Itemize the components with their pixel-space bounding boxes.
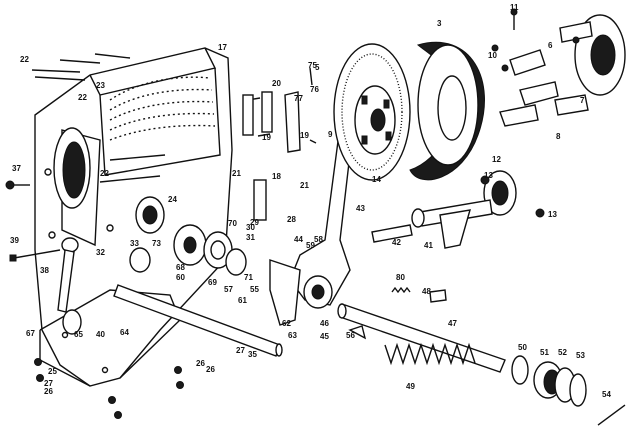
callout-label-80: 80 (396, 273, 405, 282)
callout-label-29: 29 (250, 218, 259, 227)
callout-label-26: 26 (206, 365, 215, 374)
callout-label-27: 27 (236, 346, 245, 355)
callout-label-28: 28 (287, 215, 296, 224)
callout-label-12: 12 (492, 155, 501, 164)
callout-label-46: 46 (320, 319, 329, 328)
callout-label-6: 6 (548, 41, 553, 50)
callout-label-23: 23 (96, 81, 105, 90)
callout-label-8: 8 (556, 132, 561, 141)
callout-label-21-repeat: 21 (300, 181, 309, 190)
small-spring-and-key (391, 286, 447, 303)
callout-label-3: 3 (437, 19, 442, 28)
release-bearing (371, 170, 545, 249)
callout-label-38: 38 (40, 266, 49, 275)
callout-label-69: 69 (208, 278, 217, 287)
callout-label-10: 10 (488, 51, 497, 60)
callout-label-18: 18 (272, 172, 281, 181)
callout-label-32: 32 (96, 248, 105, 257)
callout-label-71: 71 (244, 273, 253, 282)
callout-label-58: 58 (314, 235, 323, 244)
callout-label-77: 77 (294, 94, 303, 103)
callout-label-26-repeat: 26 (44, 387, 53, 396)
callout-label-54: 54 (602, 390, 611, 399)
selector-shaft (113, 284, 283, 357)
callout-label-5: 5 (315, 63, 320, 72)
callout-label-43: 43 (356, 204, 365, 213)
callout-label-45: 45 (320, 332, 329, 341)
callout-label-60: 60 (176, 273, 185, 282)
callout-label-41: 41 (424, 241, 433, 250)
coil-spring (384, 342, 476, 366)
callout-label-47: 47 (448, 319, 457, 328)
callout-label-73: 73 (152, 239, 161, 248)
callout-label-35: 35 (248, 350, 257, 359)
callout-label-11: 11 (510, 3, 519, 12)
callout-label-26-repeat: 26 (196, 359, 205, 368)
callout-label-24: 24 (168, 195, 177, 204)
callout-label-48: 48 (422, 287, 431, 296)
callout-label-65: 65 (74, 330, 83, 339)
callout-label-22-repeat: 22 (100, 169, 109, 178)
callout-label-20: 20 (272, 79, 281, 88)
callout-label-56: 56 (346, 331, 355, 340)
callout-label-64: 64 (120, 328, 129, 337)
clutch-driven-plate (333, 43, 411, 181)
callout-label-42: 42 (392, 238, 401, 247)
clutch-cover-assembly (491, 8, 626, 127)
callout-label-68: 68 (176, 263, 185, 272)
callout-label-44: 44 (294, 235, 303, 244)
mounting-brackets (242, 91, 301, 221)
callout-label-31: 31 (246, 233, 255, 242)
bolt-set (5, 53, 317, 262)
callout-label-59: 59 (306, 241, 315, 250)
callout-label-55: 55 (250, 285, 259, 294)
callout-label-61: 61 (238, 296, 247, 305)
callout-label-63: 63 (288, 331, 297, 340)
callout-label-22-repeat: 22 (78, 93, 87, 102)
callout-label-67: 67 (26, 329, 35, 338)
callout-label-49: 49 (406, 382, 415, 391)
callout-label-14: 14 (372, 175, 381, 184)
callout-label-52: 52 (558, 348, 567, 357)
callout-label-13-repeat: 13 (548, 210, 557, 219)
callout-label-39: 39 (10, 236, 19, 245)
callout-label-62: 62 (282, 319, 291, 328)
callout-label-57: 57 (224, 285, 233, 294)
callout-label-25: 25 (48, 367, 57, 376)
callout-label-27-repeat: 27 (44, 379, 53, 388)
gearbox-casing (34, 47, 233, 387)
reverse-lever (57, 237, 82, 335)
callout-label-70: 70 (228, 219, 237, 228)
callout-label-19-repeat: 19 (300, 131, 309, 140)
callout-label-76: 76 (310, 85, 319, 94)
callout-label-51: 51 (540, 348, 549, 357)
callout-label-50: 50 (518, 343, 527, 352)
gear-cluster (129, 196, 247, 276)
cross-shaft (337, 303, 506, 373)
callout-label-22: 22 (20, 55, 29, 64)
callout-label-17: 17 (218, 43, 227, 52)
callout-label-30: 30 (246, 223, 255, 232)
callout-label-75: 75 (308, 61, 317, 70)
callout-label-9: 9 (328, 130, 333, 139)
washer-set (511, 355, 626, 426)
callout-label-19: 19 (262, 133, 271, 142)
callout-label-40: 40 (96, 330, 105, 339)
callout-label-53: 53 (576, 351, 585, 360)
callout-label-13: 13 (484, 171, 493, 180)
callout-label-37: 37 (12, 164, 21, 173)
callout-label-21: 21 (232, 169, 241, 178)
callout-label-33: 33 (130, 239, 139, 248)
nuts-bottom (34, 358, 184, 419)
callout-label-7: 7 (580, 96, 585, 105)
pressure-plate (409, 41, 485, 181)
